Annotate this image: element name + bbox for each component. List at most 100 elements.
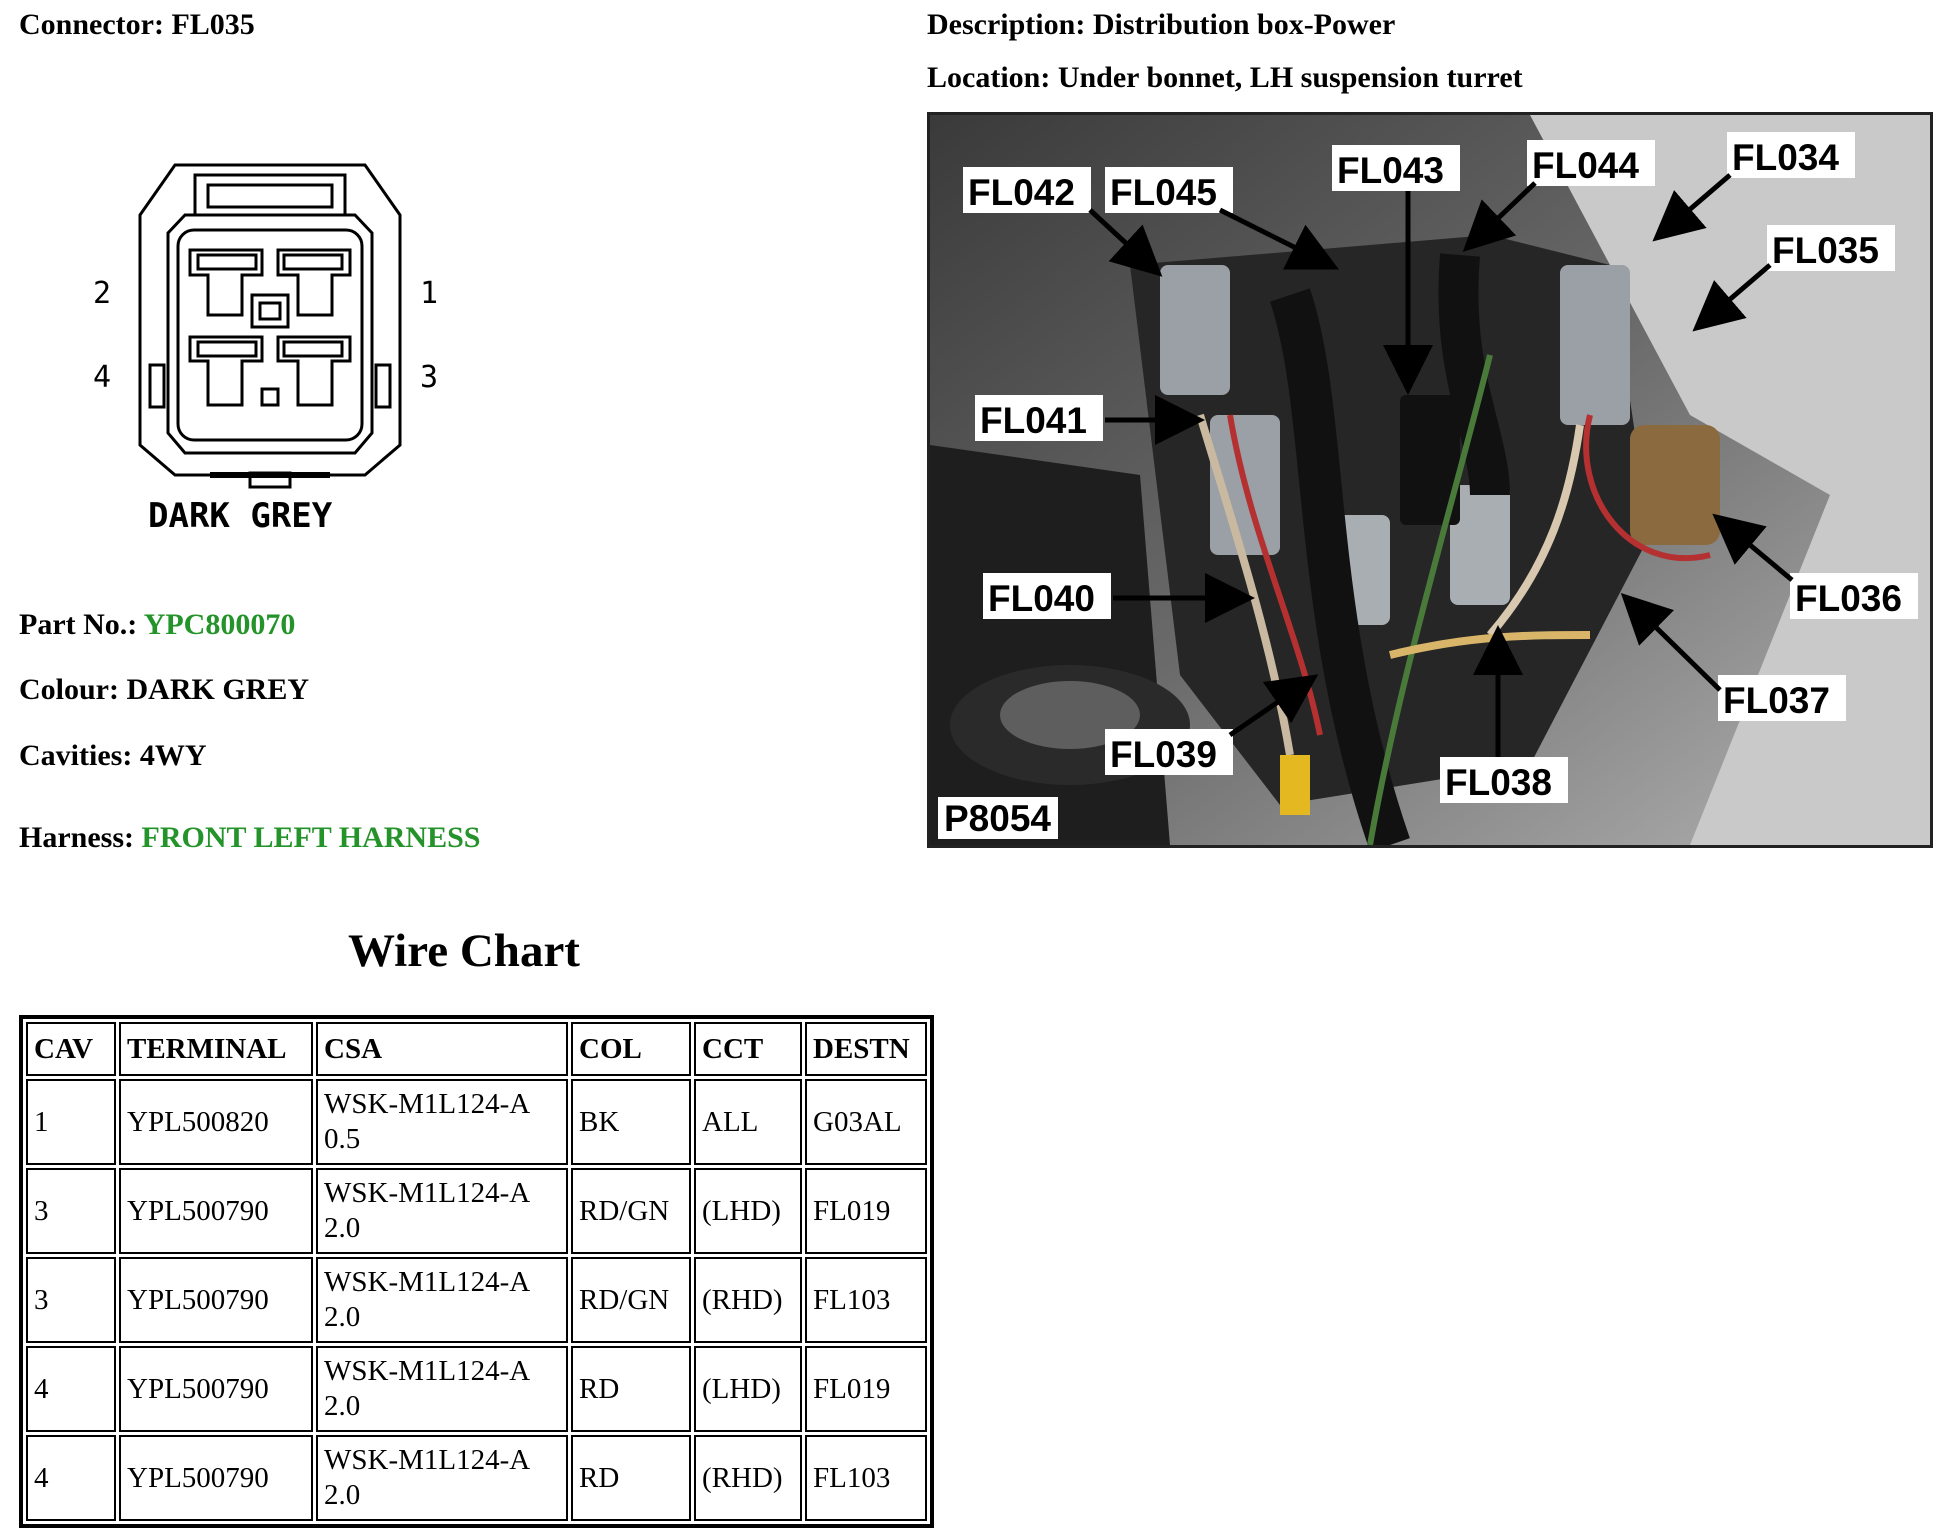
- colour-value: DARK GREY: [126, 673, 310, 706]
- photo-id-label: P8054: [944, 798, 1051, 839]
- cell-terminal: YPL500790: [119, 1168, 313, 1254]
- cavity-2-inner: [196, 253, 258, 271]
- callout-fl045: FL045: [1110, 172, 1217, 213]
- diagram-colour-caption: DARK GREY: [148, 496, 333, 535]
- location-value: Under bonnet, LH suspension turret: [1057, 61, 1523, 94]
- header-cct: CCT: [694, 1022, 802, 1076]
- cell-col: BK: [571, 1079, 691, 1165]
- pin-label-1: 1: [420, 276, 438, 311]
- header-destn: DESTN: [805, 1022, 927, 1076]
- center-key: [250, 293, 290, 329]
- callout-fl044: FL044: [1532, 145, 1639, 186]
- cell-cct: (RHD): [694, 1435, 802, 1521]
- callout-fl034: FL034: [1732, 137, 1839, 178]
- cavity-1: [276, 248, 352, 317]
- colour-label: Colour:: [19, 673, 119, 706]
- cell-cav: 3: [26, 1168, 116, 1254]
- csa-size: 0.5: [324, 1123, 361, 1155]
- callout-fl042: FL042: [968, 172, 1075, 213]
- callout-fl043: FL043: [1337, 150, 1444, 191]
- cell-cct: (RHD): [694, 1257, 802, 1343]
- bottom-key: [260, 387, 280, 407]
- cavities-value: 4WY: [139, 739, 207, 772]
- harness-label: Harness:: [19, 821, 134, 854]
- pin-label-4: 4: [93, 360, 111, 395]
- cell-terminal: YPL500790: [119, 1257, 313, 1343]
- csa-spec: WSK-M1L124-A: [324, 1177, 531, 1209]
- cell-terminal: YPL500790: [119, 1346, 313, 1432]
- connector-bottom-tab: [248, 471, 292, 489]
- cell-col: RD: [571, 1346, 691, 1432]
- callout-fl040: FL040: [988, 578, 1095, 619]
- callout-fl039: FL039: [1110, 734, 1217, 775]
- description-value: Distribution box-Power: [1092, 8, 1396, 41]
- connector-outer-housing: [138, 163, 402, 477]
- connector-left-key: [148, 363, 166, 409]
- cell-cct: (LHD): [694, 1168, 802, 1254]
- cell-terminal: YPL500790: [119, 1435, 313, 1521]
- wire-chart-title: Wire Chart: [348, 925, 580, 977]
- description-label: Description:: [927, 8, 1086, 41]
- cavities-line: Cavities: 4WY: [19, 741, 206, 771]
- csa-size: 2.0: [324, 1212, 361, 1244]
- csa-spec: WSK-M1L124-A: [324, 1088, 531, 1120]
- connector-face-diagram: 2 1 4 3 DARK GREY: [93, 163, 438, 535]
- callout-fl041: FL041: [980, 400, 1087, 441]
- pin-label-2: 2: [93, 276, 111, 311]
- cavity-2: [188, 248, 264, 317]
- part-no-label: Part No.:: [19, 608, 138, 641]
- cell-terminal: YPL500820: [119, 1079, 313, 1165]
- callout-fl038: FL038: [1445, 762, 1552, 803]
- cavity-4-inner: [196, 340, 258, 358]
- connector-line: Connector: FL035: [19, 10, 255, 40]
- cell-destn: FL019: [805, 1346, 927, 1432]
- pin-label-3: 3: [420, 360, 438, 395]
- header-cav: CAV: [26, 1022, 116, 1076]
- cell-cav: 3: [26, 1257, 116, 1343]
- cell-cav: 1: [26, 1079, 116, 1165]
- csa-spec: WSK-M1L124-A: [324, 1266, 531, 1298]
- cavities-label: Cavities:: [19, 739, 133, 772]
- connector-latch: [193, 173, 347, 217]
- cavity-3-inner: [282, 340, 344, 358]
- cell-col: RD/GN: [571, 1168, 691, 1254]
- harness-link[interactable]: FRONT LEFT HARNESS: [141, 821, 481, 854]
- connector-label: Connector:: [19, 8, 164, 41]
- cavity-1-inner: [282, 253, 344, 271]
- part-no-link[interactable]: YPC800070: [143, 608, 296, 641]
- part-no-line: Part No.: YPC800070: [19, 610, 295, 640]
- callout-fl035: FL035: [1772, 230, 1879, 271]
- connector-inner-housing: [166, 213, 374, 455]
- connector-cavity-frame: [176, 228, 364, 442]
- location-label: Location:: [927, 61, 1051, 94]
- cell-cav: 4: [26, 1435, 116, 1521]
- csa-spec: WSK-M1L124-A: [324, 1444, 531, 1476]
- wire-chart-table: CAV TERMINAL CSA COL CCT DESTN 1 YPL5008…: [19, 1015, 934, 1528]
- callout-fl036: FL036: [1795, 578, 1902, 619]
- header-terminal: TERMINAL: [119, 1022, 313, 1076]
- colour-line: Colour: DARK GREY: [19, 675, 309, 705]
- header-col: COL: [571, 1022, 691, 1076]
- header-csa: CSA: [316, 1022, 568, 1076]
- cell-destn: FL103: [805, 1257, 927, 1343]
- csa-spec: WSK-M1L124-A: [324, 1355, 531, 1387]
- cavity-3: [276, 335, 352, 407]
- wire-chart-header-row: CAV TERMINAL CSA COL CCT DESTN: [26, 1022, 927, 1076]
- center-key-inner: [258, 301, 282, 321]
- connector-value: FL035: [171, 8, 255, 41]
- cell-col: RD: [571, 1435, 691, 1521]
- connector-right-key: [374, 363, 392, 409]
- callout-fl037: FL037: [1723, 680, 1830, 721]
- cavity-4: [188, 335, 264, 407]
- csa-size: 2.0: [324, 1479, 361, 1511]
- cell-col: RD/GN: [571, 1257, 691, 1343]
- location-photo: FL042 FL045 FL043 FL044 FL034 FL035 FL04…: [927, 112, 1933, 848]
